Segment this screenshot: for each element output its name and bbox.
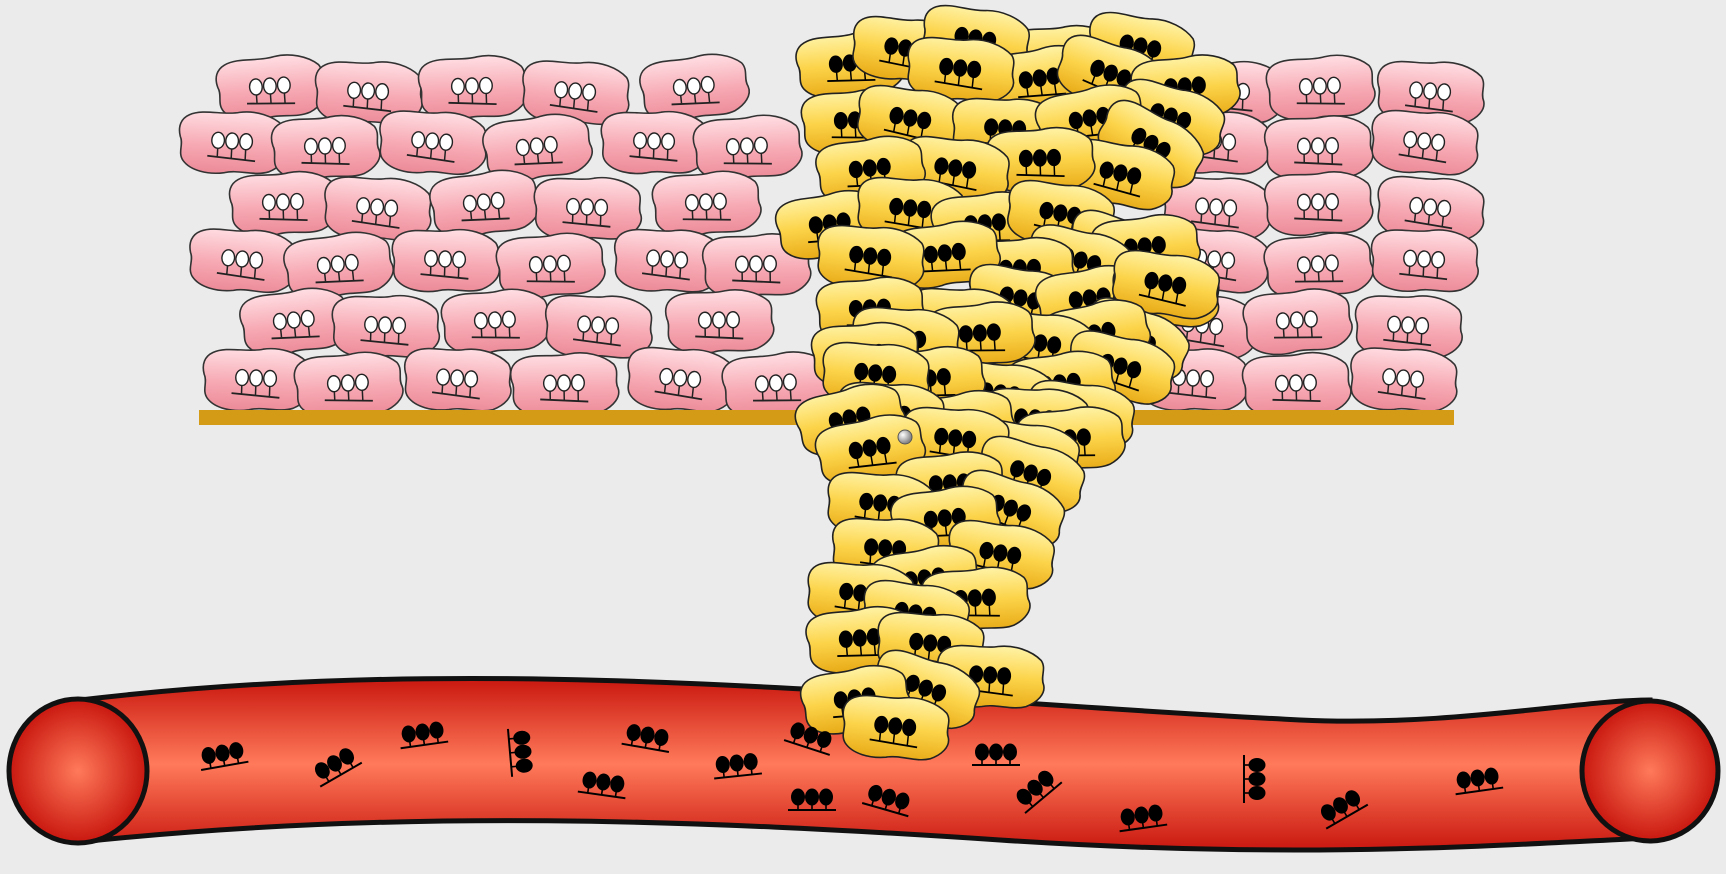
- normal-cell: [624, 343, 738, 417]
- normal-cell: [1242, 286, 1354, 356]
- normal-cell: [1265, 53, 1376, 122]
- normal-cell: [186, 225, 299, 297]
- normal-cell: [215, 52, 327, 122]
- normal-cell: [692, 113, 803, 182]
- vessel-left-opening: [9, 699, 147, 843]
- normal-cell: [428, 167, 542, 241]
- normal-cell: [293, 350, 404, 419]
- normal-cell: [651, 169, 762, 238]
- normal-cell: [402, 344, 514, 414]
- normal-cell: [1369, 226, 1480, 295]
- normal-cell: [391, 227, 501, 294]
- normal-cell: [1264, 115, 1373, 180]
- normal-cell: [1242, 351, 1352, 418]
- normal-cell: [665, 289, 774, 354]
- bubble-icon: [898, 430, 912, 444]
- normal-cell: [510, 352, 619, 417]
- tumor-cell-cluster: [773, 0, 1242, 765]
- normal-cell: [271, 114, 381, 181]
- normal-cell: [418, 54, 528, 121]
- normal-cell: [1264, 171, 1373, 236]
- normal-cell: [229, 170, 339, 237]
- vessel-right-opening: [1582, 701, 1718, 841]
- normal-cell: [440, 287, 551, 356]
